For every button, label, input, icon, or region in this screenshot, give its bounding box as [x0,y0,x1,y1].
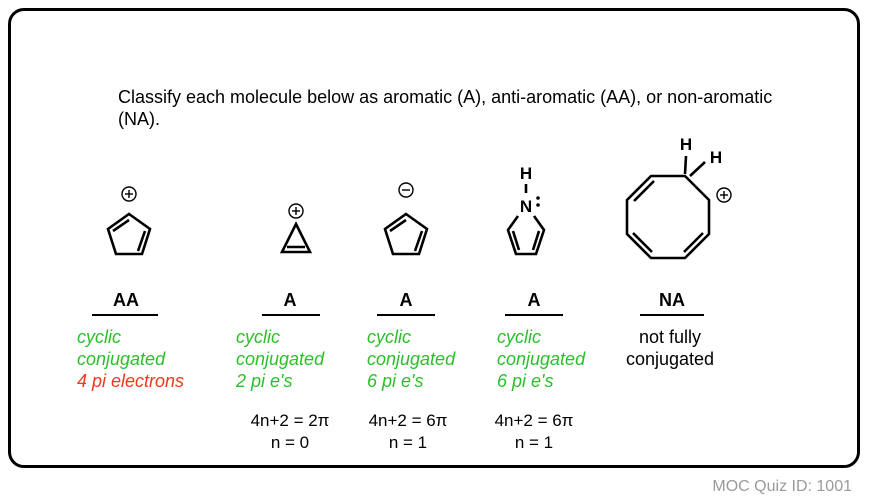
cyclopentadienyl-anion-structure [383,182,429,256]
hydrogen-label: H [710,148,722,167]
note-line: conjugated [367,349,456,369]
n-value: n = 1 [388,433,428,452]
molecule-notes: not fully conjugated [604,326,736,370]
molecule-notes: cyclic conjugated 6 pi e's [367,326,455,392]
answer-underline [505,314,563,316]
molecule-notes: cyclic conjugated 2 pi e's [236,326,324,392]
note-line: 6 pi e's [497,371,554,391]
quiz-id-label: MOC Quiz ID: 1001 [712,478,852,495]
note-line: cyclic [236,327,280,347]
answer-label: A [399,290,413,310]
answer-label: AA [113,290,139,310]
molecule-notes: cyclic conjugated 4 pi electrons [77,326,184,392]
huckel-equation: 4n+2 = 6π [368,411,448,430]
note-line: cyclic [77,327,121,347]
cyclopropenyl-cation-structure [279,203,313,254]
hydrogen-label: H [680,135,692,154]
note-line: 6 pi e's [367,371,424,391]
note-line: cyclic [497,327,541,347]
n-value: n = 0 [270,433,310,452]
answer-underline [262,314,320,316]
cyclopentadienyl-cation-structure [106,186,152,256]
note-line: conjugated [77,349,166,369]
question-card [8,8,860,468]
note-line: conjugated [497,349,586,369]
huckel-equation: 4n+2 = 6π [494,411,574,430]
answer-label: NA [659,290,685,310]
huckel-calculation: 4n+2 = 6π n = 1 [350,410,466,454]
note-line: not fully [638,327,702,347]
huckel-calculation: 4n+2 = 2π n = 0 [232,410,348,454]
question-prompt: Classify each molecule below as aromatic… [118,87,773,129]
molecule-notes: cyclic conjugated 6 pi e's [497,326,585,392]
huckel-equation: 4n+2 = 2π [250,411,330,430]
note-line: conjugated [625,349,715,369]
note-line: 2 pi e's [236,371,293,391]
answer-underline [377,314,435,316]
pyrrole-structure: H N [506,164,546,256]
lone-pair-dot [536,196,540,200]
n-value: n = 1 [514,433,554,452]
note-line: conjugated [236,349,325,369]
answer-underline [640,314,704,316]
answer-label: A [527,290,541,310]
note-line: cyclic [367,327,411,347]
lone-pair-dot [536,203,540,207]
nitrogen-label: N [520,197,532,216]
cyclooctatrienyl-cation-structure: H H [625,135,732,260]
answer-underline [92,314,158,316]
hydrogen-label: H [520,164,532,183]
huckel-calculation: 4n+2 = 6π n = 1 [476,410,592,454]
note-line: 4 pi electrons [77,371,185,391]
answer-label: A [283,290,297,310]
